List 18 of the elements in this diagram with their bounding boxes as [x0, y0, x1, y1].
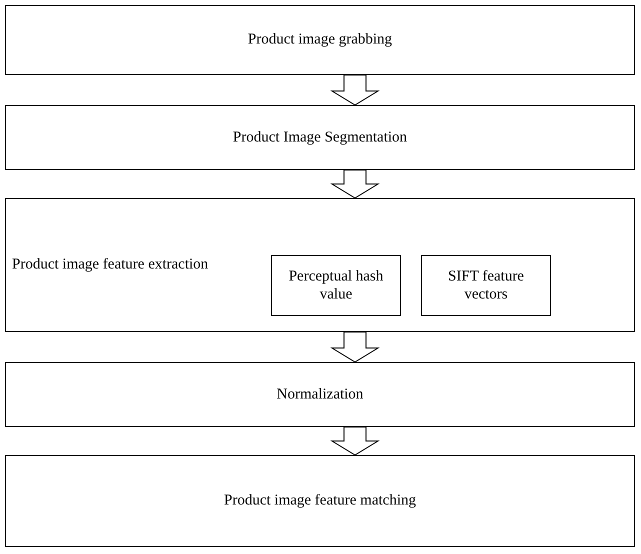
process-box — [5, 455, 635, 547]
box-label: Product image grabbing — [246, 30, 394, 50]
process-box — [5, 5, 635, 75]
box-label: Product Image Segmentation — [232, 128, 408, 147]
box-label: Perceptual hash value — [288, 266, 384, 304]
box-label: Product image feature extraction — [12, 256, 208, 274]
block-arrow — [330, 170, 380, 199]
block-arrow — [330, 426, 380, 456]
inner-box — [421, 255, 551, 316]
box-label: SIFT feature vectors — [447, 266, 525, 304]
box-label: Normalization — [276, 385, 364, 404]
process-box — [5, 105, 635, 170]
block-arrow — [330, 332, 380, 363]
box-label: Product image feature matching — [222, 492, 417, 510]
block-arrow — [330, 74, 380, 106]
inner-box — [271, 255, 401, 316]
process-box — [5, 198, 635, 332]
process-box — [5, 362, 635, 427]
